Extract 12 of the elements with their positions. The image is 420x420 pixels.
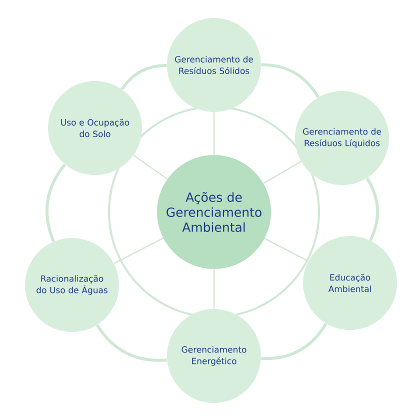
- connector-line: [261, 63, 320, 98]
- connector-line: [133, 154, 168, 180]
- connector-line: [264, 238, 308, 262]
- connector-line: [263, 161, 302, 184]
- connector-line: [213, 269, 215, 309]
- connector-line: [366, 177, 380, 242]
- connector-line: [114, 238, 164, 264]
- connector-line: [96, 324, 168, 362]
- connector-line: [120, 64, 167, 90]
- connector-line: [261, 322, 328, 360]
- connector-line: [46, 164, 66, 242]
- connector-line: [213, 112, 215, 155]
